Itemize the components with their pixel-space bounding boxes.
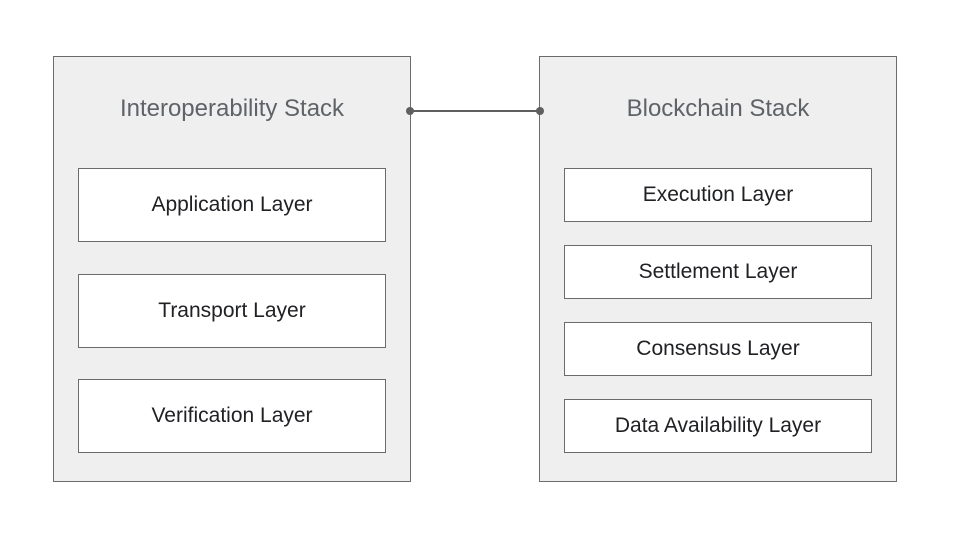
data-availability-layer-label: Data Availability Layer <box>614 414 822 437</box>
blockchain-stack-panel: Blockchain Stack Execution Layer Settlem… <box>539 56 897 482</box>
settlement-layer-label: Settlement Layer <box>638 260 798 283</box>
execution-layer-box: Execution Layer <box>564 168 872 222</box>
interoperability-stack-title: Interoperability Stack <box>119 95 345 122</box>
interoperability-stack-panel: Interoperability Stack Application Layer… <box>53 56 411 482</box>
data-availability-layer-box: Data Availability Layer <box>564 399 872 453</box>
consensus-layer-label: Consensus Layer <box>636 337 800 360</box>
application-layer-box: Application Layer <box>78 168 386 242</box>
verification-layer-box: Verification Layer <box>78 379 386 453</box>
execution-layer-label: Execution Layer <box>642 183 794 206</box>
verification-layer-label: Verification Layer <box>151 404 313 427</box>
transport-layer-label: Transport Layer <box>158 299 306 322</box>
blockchain-stack-title: Blockchain Stack <box>626 95 810 122</box>
transport-layer-box: Transport Layer <box>78 274 386 348</box>
settlement-layer-box: Settlement Layer <box>564 245 872 299</box>
application-layer-label: Application Layer <box>151 193 313 216</box>
consensus-layer-box: Consensus Layer <box>564 322 872 376</box>
